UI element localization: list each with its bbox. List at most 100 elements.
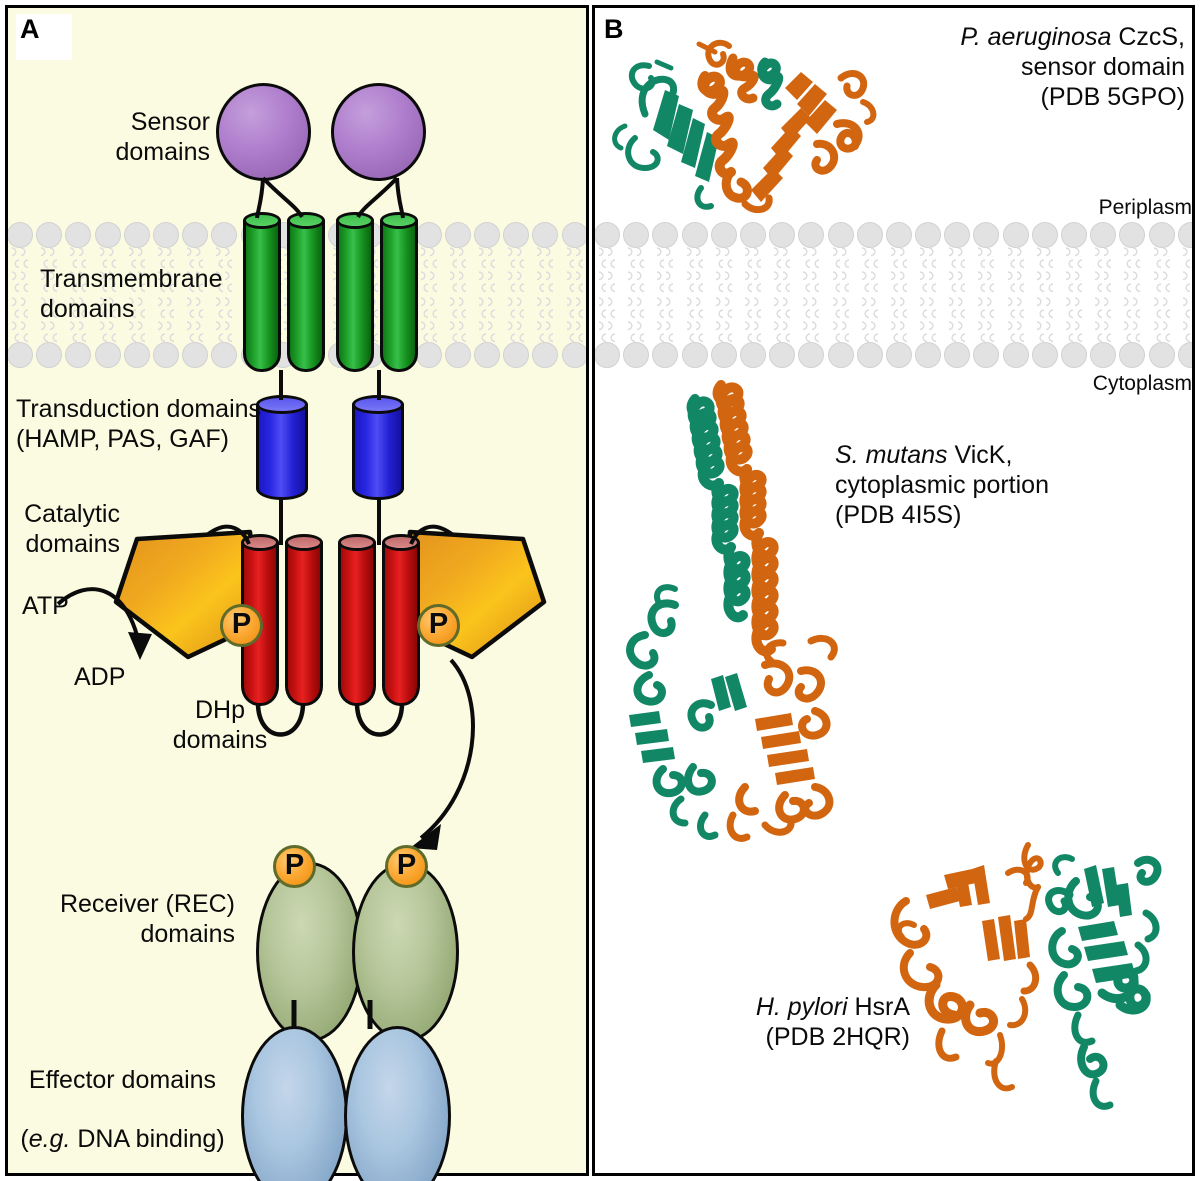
lipid-head-icon xyxy=(856,342,883,368)
lipid-tail-icon xyxy=(920,296,928,344)
lipid-tail-icon xyxy=(449,246,457,294)
lipid-tail-icon xyxy=(987,296,995,344)
lipid-tail-icon xyxy=(12,296,19,344)
label-cytoplasm: Cytoplasm xyxy=(1092,372,1192,395)
lipid-molecule xyxy=(35,222,64,295)
caption-hsra-organism: H. pylori xyxy=(755,993,848,1021)
lipid-tail-icon xyxy=(783,246,791,294)
label-effector-rest: DNA binding) xyxy=(70,1124,225,1153)
lipid-molecule xyxy=(181,222,210,295)
caption-czcs-line1: P. aeruginosa CzcS, xyxy=(790,22,1185,52)
lipid-tail-icon xyxy=(1095,246,1103,294)
lipid-tail-icon xyxy=(753,246,761,294)
lipid-tail-icon xyxy=(599,246,606,294)
lipid-head-icon xyxy=(915,342,942,368)
lipid-head-icon xyxy=(710,342,737,368)
lipid-molecule xyxy=(210,295,239,368)
lipid-molecule xyxy=(739,295,768,368)
lipid-head-icon xyxy=(681,222,708,248)
lipid-tail-icon xyxy=(157,246,165,294)
label-atp: ATP xyxy=(22,592,69,620)
lipid-tail-icon xyxy=(575,296,583,344)
lipid-tail-icon xyxy=(686,246,694,294)
lipid-molecule xyxy=(827,295,856,368)
lipid-tail-icon xyxy=(1133,296,1141,344)
structure-ribbon-czcs xyxy=(612,39,877,214)
lipid-tail-icon xyxy=(832,296,840,344)
lipid-head-icon xyxy=(561,222,586,248)
lipid-head-icon xyxy=(769,342,796,368)
lipid-tail-icon xyxy=(803,246,811,294)
lipid-tail-icon xyxy=(449,296,457,344)
lipid-tail-icon xyxy=(50,246,58,294)
lipid-molecule xyxy=(914,295,943,368)
lipid-molecule xyxy=(502,222,531,295)
lipid-tail-icon xyxy=(608,246,615,294)
caption-vick-line2: cytoplasmic portion xyxy=(835,471,1049,499)
lipid-head-icon xyxy=(739,222,766,248)
lipid-tail-icon xyxy=(1104,296,1112,344)
lipid-molecule xyxy=(502,295,531,368)
lipid-tail-icon xyxy=(371,296,379,344)
lipid-tail-icon xyxy=(371,246,379,294)
lipid-tail-icon xyxy=(1045,246,1053,294)
lipid-molecule xyxy=(210,222,239,295)
lipid-molecule xyxy=(123,295,152,368)
lipid-tail-icon xyxy=(537,246,545,294)
lipid-tail-icon xyxy=(608,296,615,344)
lipid-tail-icon xyxy=(108,246,116,294)
lipid-tail-icon xyxy=(628,246,636,294)
lipid-head-icon xyxy=(944,342,971,368)
lipid-molecule xyxy=(1002,295,1031,368)
lipid-head-icon xyxy=(444,342,471,368)
transmembrane-domain-1 xyxy=(243,212,281,372)
lipid-tail-icon xyxy=(50,296,58,344)
lipid-tail-icon xyxy=(429,296,437,344)
lipid-molecule xyxy=(914,222,943,295)
lipid-molecule xyxy=(622,295,651,368)
lipid-head-icon xyxy=(798,222,825,248)
lipid-molecule xyxy=(181,295,210,368)
label-transmembrane-domains: Transmembrane domains xyxy=(40,265,223,323)
lipid-molecule xyxy=(444,222,473,295)
lipid-head-icon xyxy=(8,342,33,368)
lipid-tail-icon xyxy=(1016,296,1024,344)
lipid-tail-icon xyxy=(899,296,907,344)
lipid-head-icon xyxy=(827,222,854,248)
lipid-molecule xyxy=(1089,222,1118,295)
lipid-molecule xyxy=(710,295,739,368)
lipid-molecule xyxy=(444,295,473,368)
lipid-head-icon xyxy=(1177,222,1192,248)
label-adp: ADP xyxy=(74,663,126,691)
lipid-tail-icon xyxy=(225,246,233,294)
lipid-molecule xyxy=(1031,295,1060,368)
lipid-tail-icon xyxy=(458,246,466,294)
lipid-molecule xyxy=(1118,295,1147,368)
lipid-tail-icon xyxy=(41,246,49,294)
lipid-tail-icon xyxy=(166,296,174,344)
lipid-tail-icon xyxy=(599,296,606,344)
lipid-tail-icon xyxy=(657,296,665,344)
lipid-tail-icon xyxy=(949,246,957,294)
lipid-tail-icon xyxy=(79,246,87,294)
lipid-head-icon xyxy=(65,342,92,368)
dhp-domain-3 xyxy=(338,534,376,706)
lipid-head-icon xyxy=(1177,342,1192,368)
lipid-tail-icon xyxy=(566,246,574,294)
label-effector-eg: e.g. xyxy=(28,1124,71,1153)
phosphate-label: P xyxy=(428,608,449,640)
lipid-head-icon xyxy=(211,222,238,248)
lipid-head-icon xyxy=(885,342,912,368)
lipid-tail-icon xyxy=(1095,296,1103,344)
lipid-head-icon xyxy=(827,342,854,368)
caption-czcs-organism: P. aeruginosa xyxy=(960,23,1112,51)
lipid-head-icon xyxy=(595,222,620,248)
phosphate-badge-dhp-right: P xyxy=(417,604,460,647)
lipid-tail-icon xyxy=(724,246,732,294)
lipid-tail-icon xyxy=(508,296,516,344)
receiver-domain-left xyxy=(256,862,363,1042)
lipid-molecule xyxy=(1060,222,1089,295)
lipid-tail-icon xyxy=(1045,296,1053,344)
lipid-tail-icon xyxy=(715,296,723,344)
structure-ribbon-hsra xyxy=(890,842,1162,1110)
